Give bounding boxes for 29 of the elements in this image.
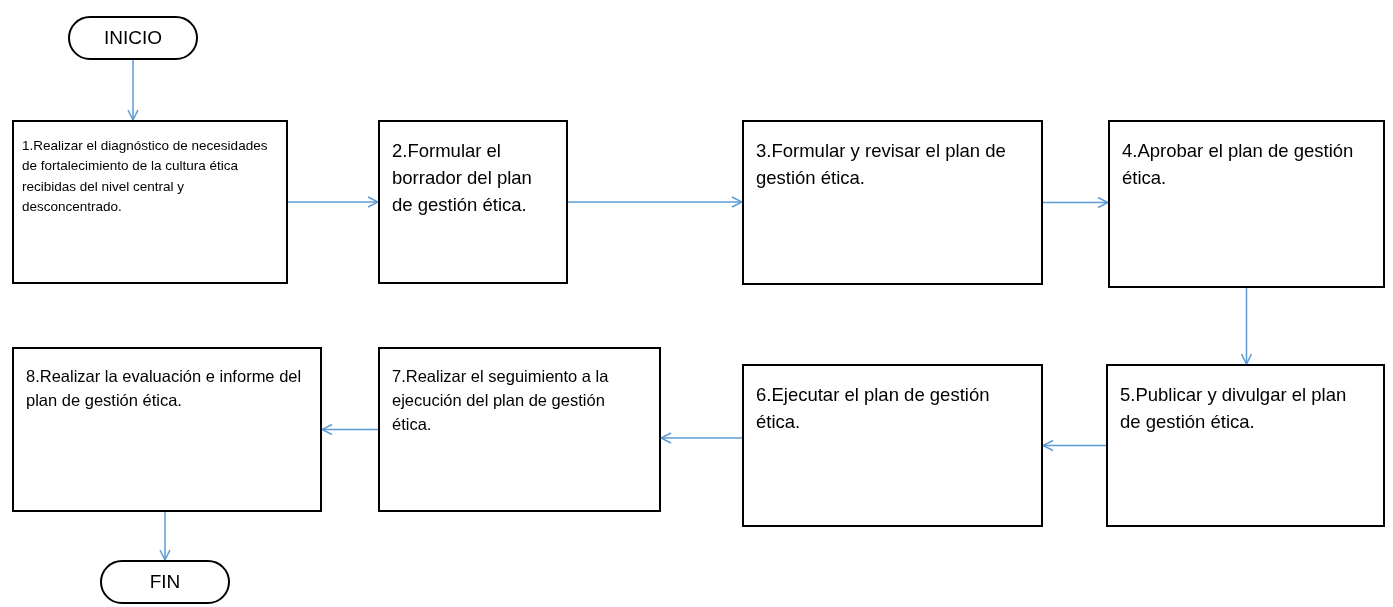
- process-box: [1108, 120, 1385, 288]
- process-box: [742, 120, 1043, 285]
- arrow: [1042, 439, 1107, 452]
- box-text: 3.Formular y revisar el plan de gestión ética.: [756, 139, 1007, 190]
- process-box: [12, 347, 322, 512]
- arrow: [567, 196, 743, 208]
- box-text: 7.Realizar el seguimiento a la ejecución del plan de gestión ética.: [392, 366, 610, 435]
- arrow: [127, 59, 139, 121]
- arrow: [159, 511, 171, 561]
- arrow: [321, 423, 379, 436]
- box-text: 1.Realizar el diagnóstico de necesidades de fortalecimiento de la cultura ética recibidas del nivel central y desconcentrado.: [22, 137, 269, 216]
- arrow: [1042, 196, 1109, 209]
- box-text: 6.Ejecutar el plan de gestión ética.: [756, 383, 991, 434]
- box-text: 8.Realizar la evaluación e informe del plan de gestión ética.: [26, 366, 303, 411]
- box-text: 2.Formular el borrador del plan de gestión ética.: [392, 139, 533, 217]
- terminal-pill: [100, 560, 230, 604]
- box-text: INICIO: [103, 26, 163, 51]
- arrow: [287, 196, 379, 208]
- terminal-pill: [68, 16, 198, 60]
- arrow: [660, 432, 743, 444]
- box-text: FIN: [149, 570, 181, 595]
- process-box: [1106, 364, 1385, 527]
- process-box: [12, 120, 288, 284]
- box-text: 4.Aprobar el plan de gestión ética.: [1122, 139, 1355, 190]
- process-box: [378, 120, 568, 284]
- process-box: [742, 364, 1043, 527]
- process-box: [378, 347, 661, 512]
- box-text: 5.Publicar y divulgar el plan de gestión ética.: [1120, 383, 1348, 434]
- arrow: [1240, 287, 1253, 365]
